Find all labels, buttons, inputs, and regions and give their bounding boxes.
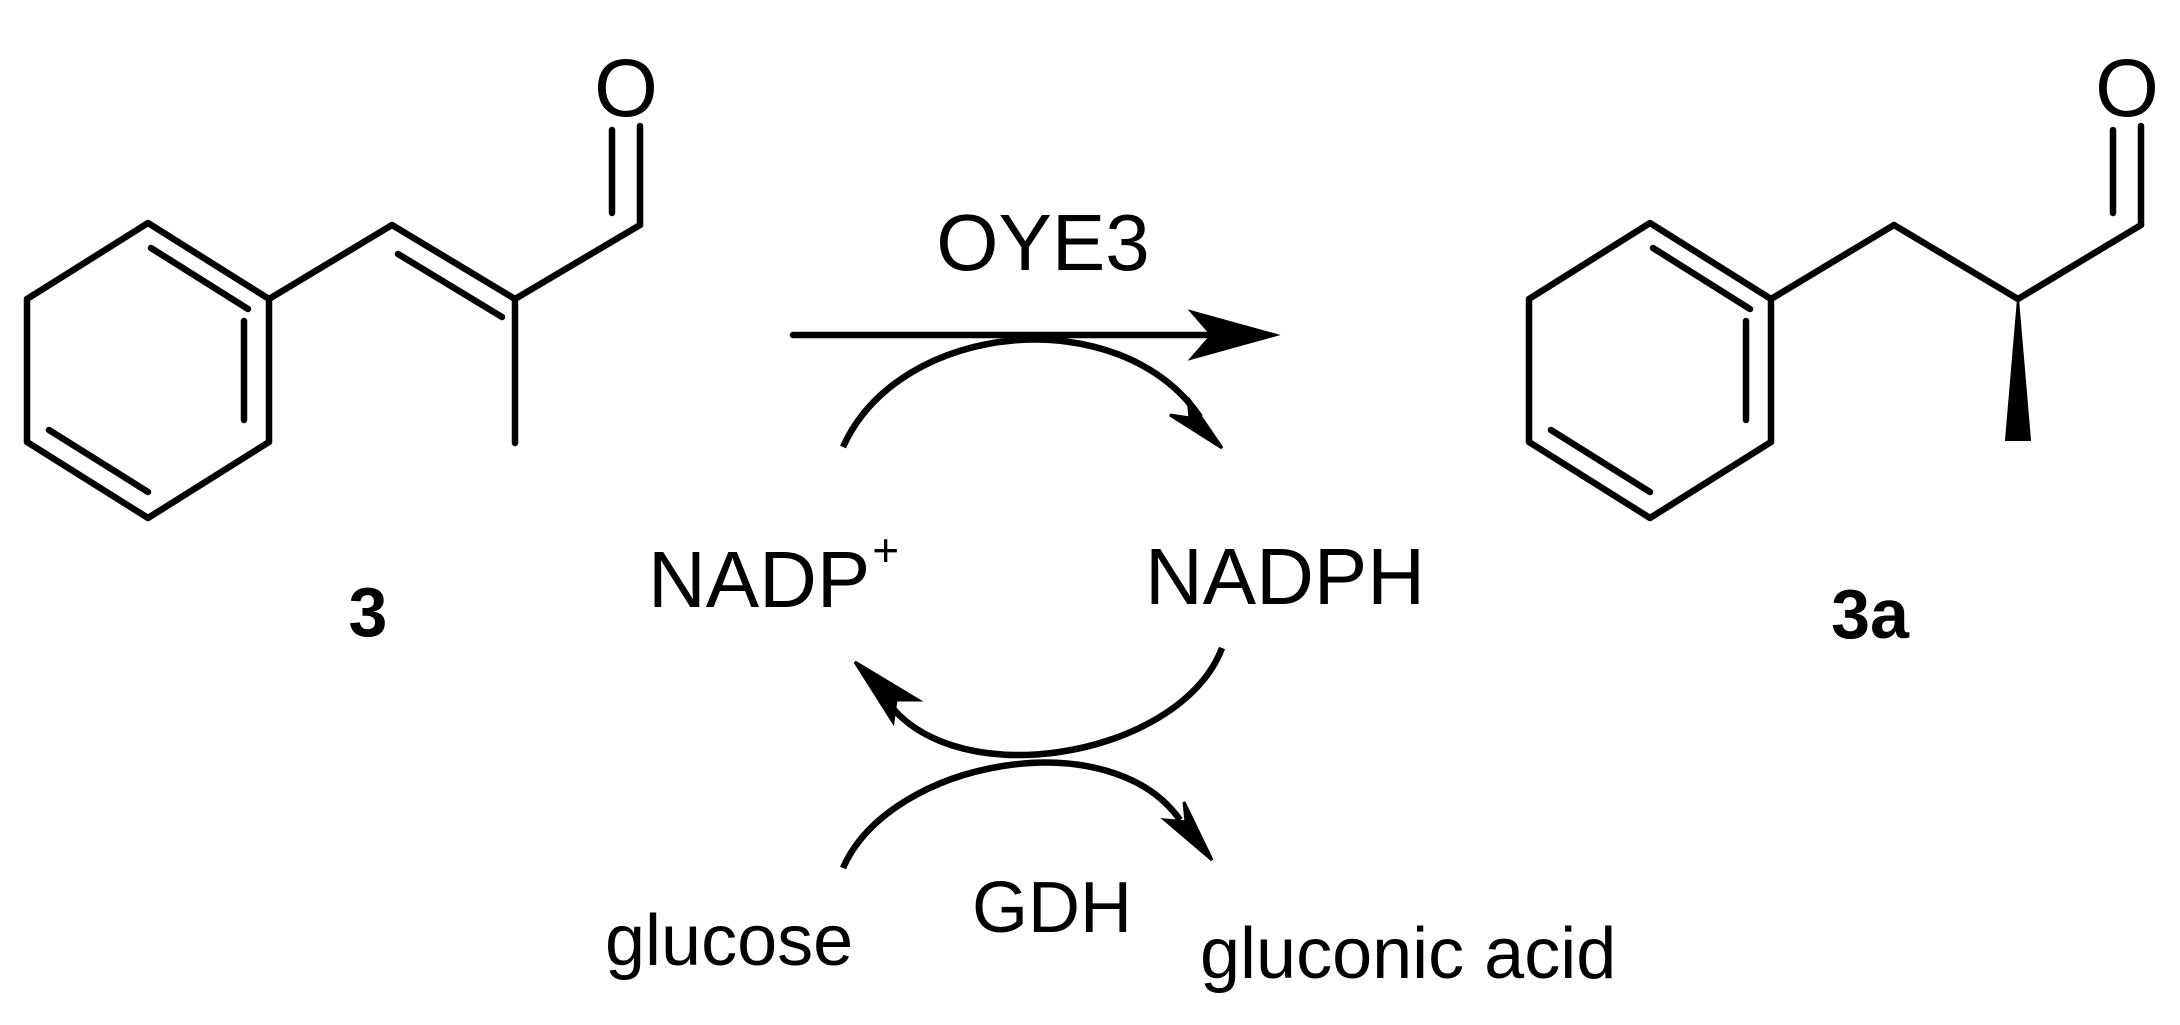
reaction-arrowhead	[1187, 309, 1281, 361]
aldehyde-carbon-bond	[511, 221, 644, 303]
starting-material-structure: O	[23, 43, 658, 522]
glucose-label: glucose	[605, 901, 853, 981]
gluconic-acid-label: gluconic acid	[1200, 914, 1616, 994]
glucose-oxidation-arc	[840, 759, 1214, 870]
alkene-bond	[388, 221, 519, 303]
reaction-arrow	[789, 309, 1281, 361]
arc-arrowhead	[1160, 801, 1214, 862]
arc-path	[840, 759, 1183, 870]
benzyl-bond	[1767, 221, 1898, 303]
vinyl-bond	[265, 221, 396, 303]
nadp-plus-label: NADP	[648, 535, 870, 624]
cofactor-reduction-arc	[840, 336, 1224, 450]
cofactor-regeneration-arc	[853, 646, 1226, 759]
nadph-label: NADPH	[1145, 532, 1425, 621]
product-structure: O	[1525, 43, 2159, 522]
starting-material-label: 3	[349, 573, 388, 651]
nadp-charge-superscript: +	[872, 524, 899, 576]
arc-arrowhead	[853, 660, 924, 727]
arc-path	[840, 336, 1203, 449]
ring-inner-double-bond	[1649, 244, 1754, 313]
oxygen-atom-label: O	[594, 43, 658, 134]
gdh-enzyme-label: GDH	[972, 868, 1132, 948]
phenyl-ring	[23, 219, 273, 522]
aldehyde-carbon-bond	[2014, 221, 2145, 303]
nadp-text: NADP	[648, 535, 870, 624]
phenyl-ring	[1525, 219, 1775, 522]
ring-inner-double-bond	[1547, 426, 1654, 496]
arc-arrowhead	[1169, 397, 1224, 450]
oxygen-atom-label: O	[2095, 43, 2159, 134]
ring-inner-double-bond	[147, 244, 252, 313]
stereo-wedge-bond	[2004, 298, 2032, 441]
product-label: 3a	[1831, 575, 1910, 653]
arc-path	[877, 646, 1226, 759]
methylene-bond	[1890, 221, 2022, 303]
reaction-enzyme-label: OYE3	[936, 198, 1149, 287]
ring-inner-double-bond	[45, 426, 152, 496]
alkene-inner-bond	[394, 250, 506, 321]
